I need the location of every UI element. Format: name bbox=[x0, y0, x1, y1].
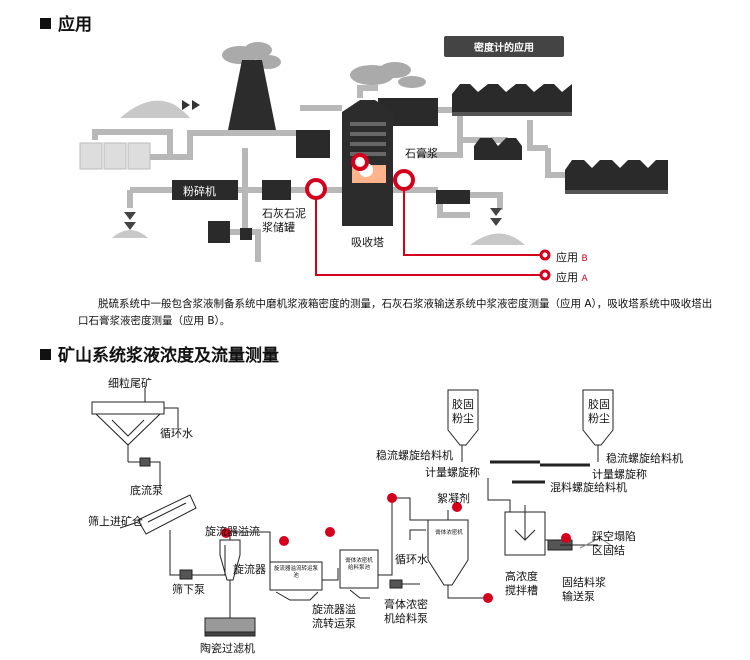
bullet-square-icon bbox=[40, 18, 51, 29]
app-a-label: 应用 A bbox=[556, 271, 588, 284]
overflow-pump-label: 旋流器溢 流转运泵 bbox=[312, 603, 356, 630]
section1-title: 应用 bbox=[40, 10, 92, 35]
screw-feeder-label-1: 稳流螺旋给料机 bbox=[376, 449, 453, 462]
screen-to-ore-label: 筛上进矿仓 bbox=[88, 515, 143, 528]
app-b-label: 应用 B bbox=[556, 251, 588, 264]
bottom-pump-label: 底流泵 bbox=[130, 484, 163, 497]
section2-title: 矿山系统浆液浓度及流量测量 bbox=[40, 341, 279, 366]
mine-system-diagram bbox=[91, 388, 616, 637]
density-meter-tag: 密度计的应用 bbox=[444, 36, 564, 57]
overflow-pool-label: 旋流器溢流转运泵池 bbox=[273, 566, 318, 579]
flow-sensor-icons bbox=[221, 493, 571, 603]
cement-dust-label-1: 胶固 粉尘 bbox=[452, 398, 474, 425]
cement-dust-label-2: 胶固 粉尘 bbox=[588, 398, 610, 425]
chimney bbox=[228, 60, 276, 130]
meter-screw-label-1: 计量螺旋称 bbox=[425, 466, 480, 479]
high-conc-tank-label: 高浓度 搅拌槽 bbox=[505, 570, 538, 597]
circ-water-label-2: 循环水 bbox=[395, 553, 428, 566]
arrow-icon bbox=[182, 100, 200, 110]
flocculant-label: 絮凝剂 bbox=[437, 492, 470, 505]
silos bbox=[79, 142, 151, 170]
sand-pile-top-left bbox=[120, 100, 190, 118]
cyclone-label: 旋流器 bbox=[233, 563, 266, 576]
crusher-label: 粉碎机 bbox=[183, 185, 216, 198]
lime-tank-label: 石灰石泥 浆储罐 bbox=[262, 207, 306, 234]
feed-pool-label: 膏体浓密机给料泵池 bbox=[345, 558, 373, 571]
paste-pump-label: 固结料浆 输送泵 bbox=[562, 576, 606, 603]
meter-screw-label-2: 计量螺旋称 bbox=[592, 468, 647, 481]
crusher-box bbox=[172, 180, 238, 200]
buildings bbox=[452, 84, 668, 194]
backfill-label: 踩空塌陷 区固结 bbox=[592, 530, 636, 557]
section1-description: 脱硫系统中一般包含浆液制备系统中磨机浆液箱密度的测量，石灰石浆液输送系统中浆液密… bbox=[78, 298, 713, 327]
ceramic-filter-label: 陶瓷过滤机 bbox=[200, 642, 255, 655]
density-sensor-icons bbox=[305, 153, 415, 200]
fine-tailings-label: 细粒尾矿 bbox=[108, 377, 152, 390]
screen-pump-label: 筛下泵 bbox=[172, 583, 205, 596]
mix-screw-label: 混料螺旋给料机 bbox=[550, 481, 627, 494]
gypsum-label: 石膏浆 bbox=[405, 147, 438, 160]
thickener-label: 膏体浓密机 bbox=[435, 530, 463, 536]
absorber-label: 吸收塔 bbox=[351, 236, 384, 249]
bullet-square-icon bbox=[40, 349, 51, 360]
cyclone-overflow-label: 旋流器溢流 bbox=[205, 525, 260, 538]
circ-water-label-1: 循环水 bbox=[160, 427, 193, 440]
power-plant-diagram bbox=[79, 42, 668, 281]
thickener-feed-pump-label: 膏体浓密 机给料泵 bbox=[384, 598, 428, 625]
screw-feeder-label-2: 稳流螺旋给料机 bbox=[606, 452, 683, 465]
